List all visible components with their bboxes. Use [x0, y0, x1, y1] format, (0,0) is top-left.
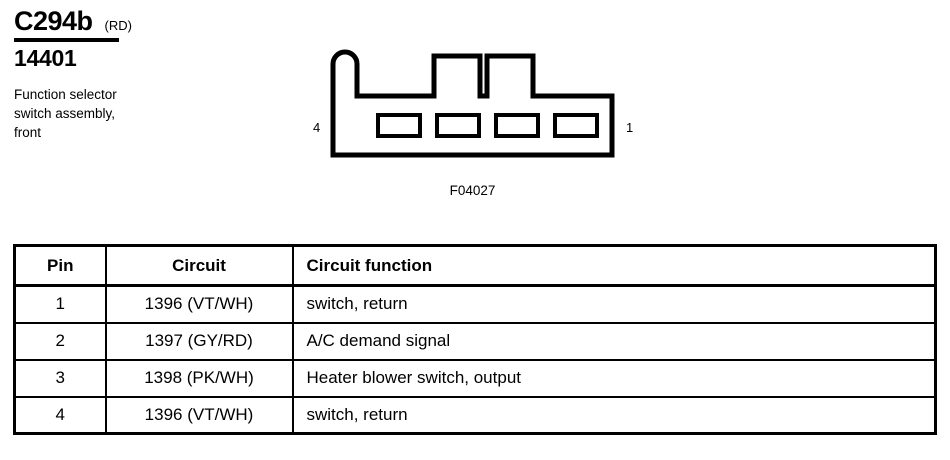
column-header-function: Circuit function — [291, 244, 937, 287]
part-number: 14401 — [14, 45, 77, 71]
cell-pin: 1 — [13, 284, 107, 324]
cell-circuit: 1396 (VT/WH) — [104, 395, 294, 435]
pin-number-label-left: 4 — [313, 120, 321, 135]
connector-figure: 4 1 F04027 — [300, 40, 645, 205]
connector-cavity-1 — [553, 113, 599, 138]
connector-id: C294b — [14, 6, 93, 36]
connector-cavity-4 — [376, 113, 422, 138]
pin-table: Pin Circuit Circuit function 1 1396 (VT/… — [13, 244, 937, 435]
cell-circuit: 1398 (PK/WH) — [104, 358, 294, 398]
table-row: 3 1398 (PK/WH) Heater blower switch, out… — [13, 358, 937, 398]
connector-color-code: (RD) — [104, 18, 132, 33]
figure-code-label: F04027 — [449, 183, 496, 198]
column-header-circuit: Circuit — [104, 244, 294, 287]
connector-outline-drawing — [330, 49, 615, 158]
header-divider-rule — [14, 38, 119, 42]
table-row: 4 1396 (VT/WH) switch, return — [13, 395, 937, 435]
pin-table-body: 1 1396 (VT/WH) switch, return 2 1397 (GY… — [13, 284, 937, 435]
cell-circuit: 1396 (VT/WH) — [104, 284, 294, 324]
connector-body-outline — [330, 49, 615, 158]
table-row: 1 1396 (VT/WH) switch, return — [13, 284, 937, 324]
column-header-pin: Pin — [13, 244, 107, 287]
connector-cavity-2 — [494, 113, 540, 138]
connector-description: Function selector switch assembly, front — [14, 85, 314, 142]
cell-pin: 4 — [13, 395, 107, 435]
cell-circuit: 1397 (GY/RD) — [104, 321, 294, 361]
pin-number-label-right: 1 — [626, 120, 634, 135]
table-row: 2 1397 (GY/RD) A/C demand signal — [13, 321, 937, 361]
cell-pin: 3 — [13, 358, 107, 398]
description-line-1: Function selector — [14, 87, 117, 102]
cell-function: switch, return — [291, 284, 937, 324]
cell-function: A/C demand signal — [291, 321, 937, 361]
connector-id-row: C294b (RD) — [14, 6, 314, 36]
connector-cavity-3 — [435, 113, 481, 138]
cell-function: Heater blower switch, output — [291, 358, 937, 398]
cell-pin: 2 — [13, 321, 107, 361]
table-header-row: Pin Circuit Circuit function — [13, 244, 937, 287]
description-line-3: front — [14, 125, 42, 140]
connector-header: C294b (RD) 14401 Function selector switc… — [14, 6, 314, 142]
pin-table-header: Pin Circuit Circuit function — [13, 244, 937, 287]
cell-function: switch, return — [291, 395, 937, 435]
description-line-2: switch assembly, — [14, 106, 116, 121]
